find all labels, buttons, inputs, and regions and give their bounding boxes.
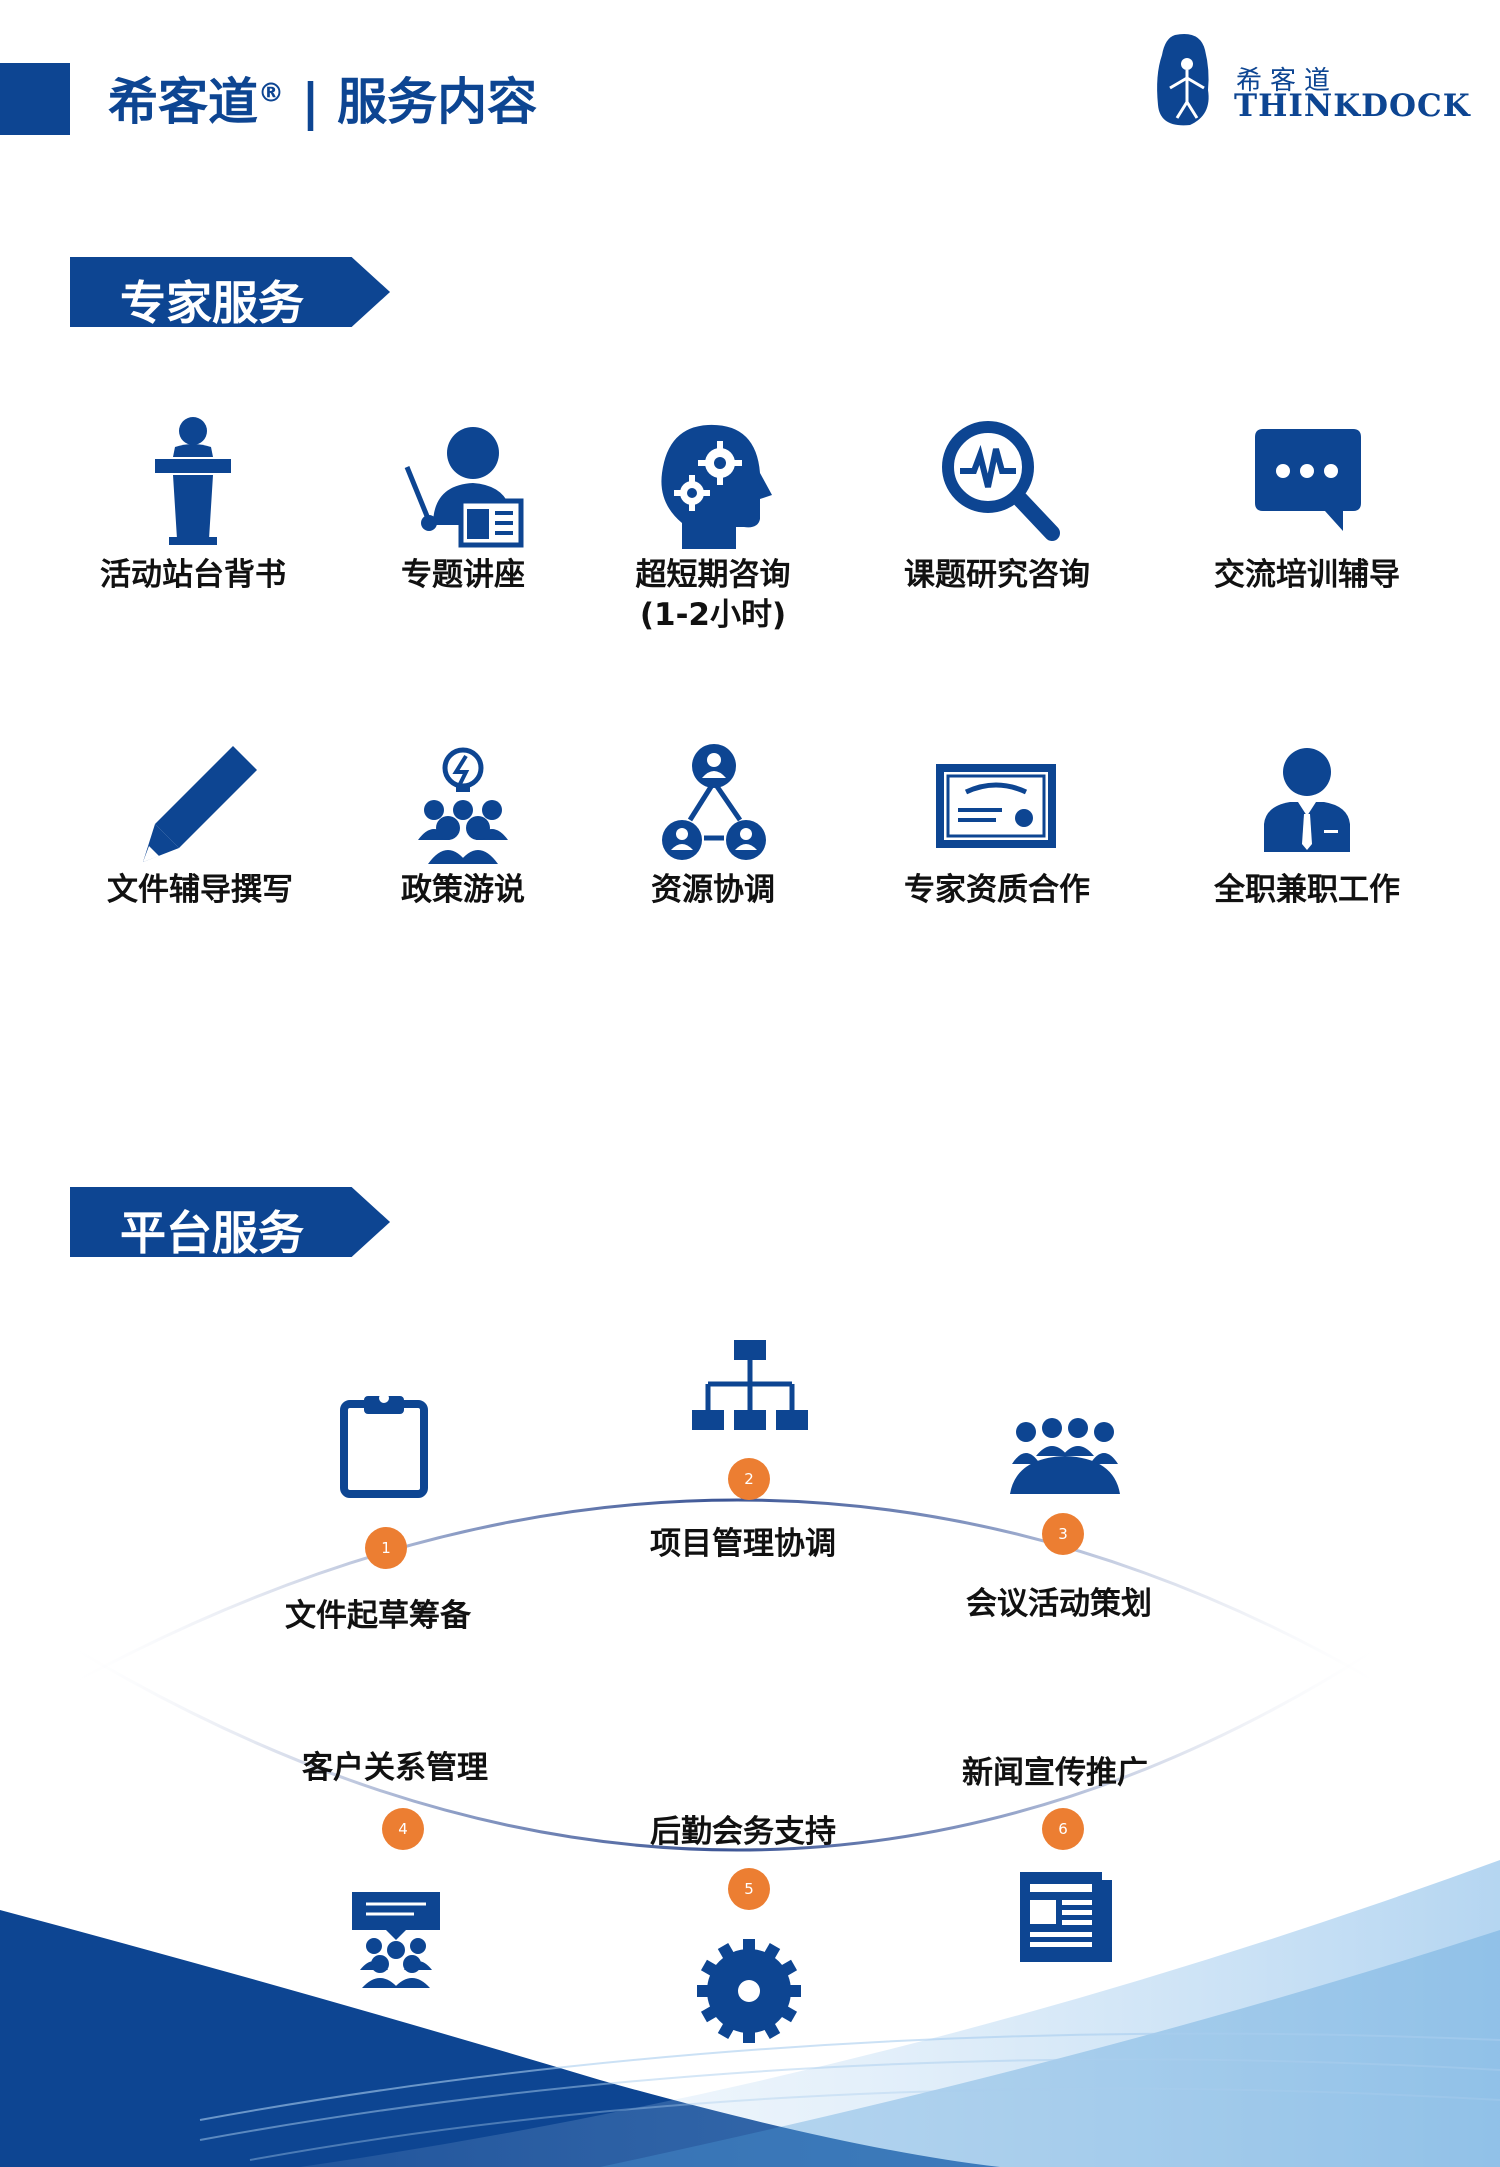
service-item: 专家资质合作 [867,740,1127,910]
platform-label: 新闻宣传推广 [962,1755,1148,1791]
service-item: 文件辅导撰写 [70,740,330,910]
platform-label: 项目管理协调 [650,1526,836,1562]
service-item: 课题研究咨询 [867,415,1127,595]
certificate-icon [936,764,1056,848]
platform-label: 文件起草筹备 [285,1598,471,1634]
magnifier-pulse-icon [942,421,1060,541]
newspaper-icon [1020,1872,1112,1962]
thinkdock-logo: 希客道 THINKDOCK [1150,30,1470,140]
logo-chinese-text: 希客道 [1236,66,1339,96]
brand-name: 希客道 [108,73,258,131]
platform-label: 后勤会务支持 [650,1814,836,1850]
head-gears-icon [661,424,772,549]
service-item: 交流培训辅导 [1177,415,1437,595]
header-accent-block [0,63,70,135]
service-item: 全职兼职工作 [1177,740,1437,910]
service-item: 超短期咨询 (1-2小时) [583,415,843,635]
lower-arc [59,1638,1391,1852]
lecturer-icon [404,427,524,548]
page-subtitle: 服务内容 [337,73,538,131]
clipboard-icon [340,1393,428,1498]
expert-services-banner: 专家服务 [70,257,390,330]
platform-label: 会议活动策划 [966,1586,1152,1622]
service-sublabel: (1-2小时) [639,597,787,633]
service-item: 资源协调 [583,740,843,910]
gear-icon [697,1939,801,2043]
service-label: 全职兼职工作 [1214,872,1400,908]
service-label: 活动站台背书 [100,557,286,593]
audience-icon [352,1892,440,1988]
page-title: 希客道® | 服务内容 [108,62,537,134]
logo-english-text: THINKDOCK [1234,88,1471,124]
network-people-icon [662,744,766,860]
service-label: 专家资质合作 [904,872,1090,908]
service-label: 课题研究咨询 [904,557,1090,593]
registered-mark: ® [258,78,284,109]
platform-services-banner: 平台服务 [70,1187,390,1260]
org-chart-icon [692,1340,808,1430]
service-label: 政策游说 [401,872,525,908]
step-badge: 6 [1042,1808,1084,1850]
service-item: 专题讲座 [333,415,593,595]
service-label: 超短期咨询 [635,557,791,593]
step-badge: 3 [1042,1513,1084,1555]
service-label: 交流培训辅导 [1214,557,1400,593]
group-idea-icon [418,747,508,864]
step-badge: 2 [728,1458,770,1500]
businessman-icon [1264,748,1350,852]
step-badge: 4 [382,1808,424,1850]
upper-arc [59,1498,1391,1692]
platform-label: 客户关系管理 [302,1750,488,1786]
step-badge: 5 [728,1868,770,1910]
logo-emblem-icon [1157,34,1209,126]
chat-bubble-icon [1255,429,1361,531]
meeting-icon [1010,1418,1120,1494]
pencil-icon [143,746,257,862]
expert-services-heading: 专家服务 [120,276,304,330]
service-label: 专题讲座 [401,557,525,593]
service-item: 政策游说 [333,740,593,910]
service-label: 资源协调 [651,872,775,908]
title-separator: | [301,73,320,131]
step-badge: 1 [365,1527,407,1569]
service-label: 文件辅导撰写 [107,872,293,908]
platform-services-heading: 平台服务 [120,1206,304,1260]
service-item: 活动站台背书 [63,415,323,595]
podium-icon [155,417,231,545]
